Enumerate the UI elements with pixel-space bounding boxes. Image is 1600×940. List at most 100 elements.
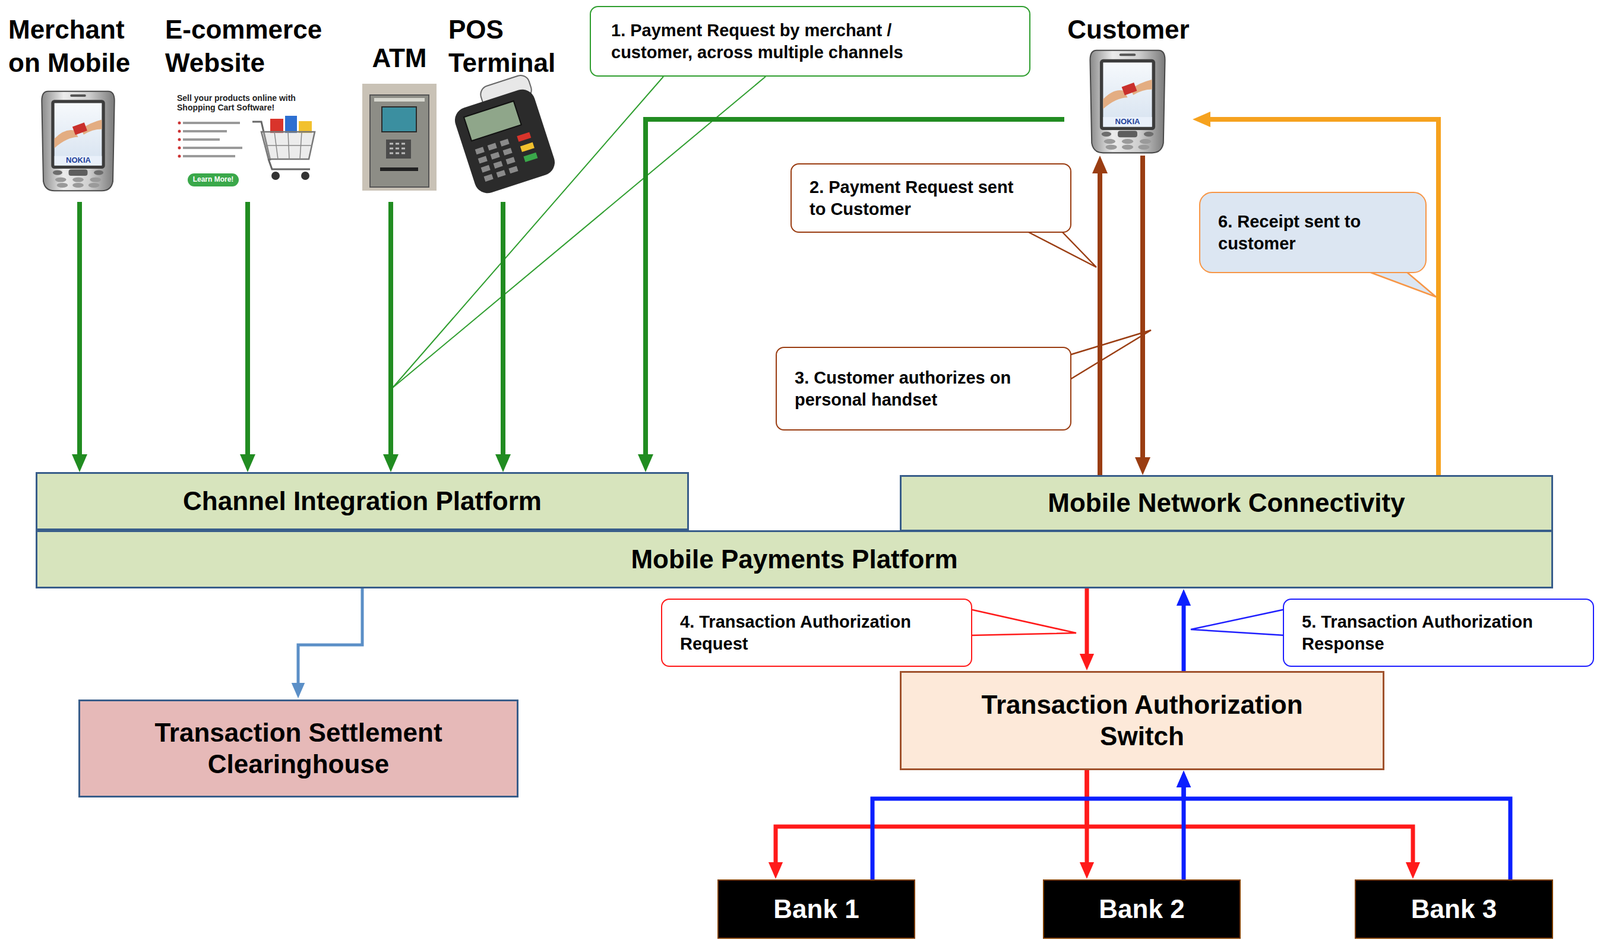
callout-tail	[1190, 609, 1286, 636]
learn-button	[187, 173, 239, 187]
text-line	[182, 121, 240, 125]
callout-tail	[1069, 330, 1152, 381]
webshop-icon	[173, 89, 317, 194]
brand-text: NOKIA	[1102, 117, 1153, 128]
step-callout: 5. Transaction Authorization Response	[1282, 598, 1595, 667]
step-callout: 2. Payment Request sent to Customer	[790, 163, 1072, 233]
flow-arrow	[77, 201, 82, 464]
node-label: Mobile Payments Platform	[630, 544, 958, 576]
atm-keys	[389, 143, 406, 154]
step-callout: 3. Customer authorizes on personal hands…	[775, 346, 1072, 431]
pos-icon	[447, 73, 559, 197]
flow-arrow	[1181, 597, 1187, 672]
text-line	[182, 138, 220, 141]
step-callout: 1. Payment Request by merchant / custome…	[589, 5, 1031, 77]
bank-box: Bank 1	[717, 879, 916, 939]
callout-tail	[392, 76, 664, 388]
callout-tail	[1025, 230, 1097, 268]
node-label: Mobile Network Connectivity	[1047, 487, 1405, 520]
bullet	[178, 121, 182, 125]
step-callout: 4. Transaction Authorization Request	[661, 598, 973, 667]
flow-arrow	[1097, 164, 1103, 476]
node-label: Bank 2	[1098, 894, 1185, 925]
node-label: Transaction Authorization Switch	[957, 689, 1327, 753]
pos-key-red	[516, 132, 531, 142]
cart-wheel	[301, 171, 310, 180]
bullet	[178, 146, 182, 150]
node-label: Bank 1	[773, 894, 859, 925]
bank-box: Bank 2	[1042, 879, 1241, 939]
channel-source: Merchant on Mobile	[8, 13, 157, 202]
atm-screen	[381, 106, 417, 132]
node-label: Channel Integration Platform	[182, 485, 542, 518]
flow-arrow	[1140, 155, 1146, 467]
pos-keys	[475, 141, 518, 180]
node-label: 5. Transaction Authorization Response	[1301, 611, 1576, 655]
ad-ground	[173, 89, 317, 194]
node-label: Customer	[1067, 13, 1190, 47]
atm-keypad	[386, 139, 411, 159]
cart-wheel	[271, 171, 280, 180]
pos-screen	[463, 100, 522, 141]
bullet	[178, 130, 182, 134]
flow-arrow	[1085, 588, 1090, 663]
cart-basket	[261, 131, 315, 160]
node-label: E-commerce Website	[165, 13, 344, 81]
flow-arrow	[872, 779, 1184, 880]
flow-arrow	[1086, 770, 1413, 871]
atm-icon	[362, 83, 437, 191]
flow-arrow	[500, 201, 506, 464]
text-line	[182, 146, 243, 150]
cart-item	[270, 118, 284, 134]
pos-body	[451, 86, 559, 197]
flow-arrow	[1201, 119, 1439, 476]
channel-source: ATM	[356, 41, 443, 202]
callout-tail	[1365, 270, 1437, 297]
atm-slot	[380, 167, 419, 172]
node-label: POS Terminal	[448, 13, 577, 81]
atm-band	[374, 97, 425, 102]
pos-key-green	[523, 152, 538, 163]
node-label: Merchant on Mobile	[8, 13, 157, 81]
cart-grid	[264, 131, 313, 160]
button-text: Learn More!	[187, 173, 239, 187]
node-label: Transaction Settlement Clearinghouse	[108, 717, 489, 781]
text-line	[182, 155, 236, 158]
platform-box: Channel Integration Platform	[35, 472, 689, 531]
switch-box: Transaction Authorization Switch	[899, 671, 1385, 771]
channel-source: E-commerce Website	[165, 13, 344, 202]
flow-arrow	[298, 588, 363, 691]
bank-box: Bank 3	[1354, 879, 1554, 939]
atm-wall	[362, 83, 437, 191]
step-callout: 6. Receipt sent to customer	[1199, 191, 1427, 274]
channel-source: POS Terminal	[448, 13, 577, 202]
flow-arrow	[1183, 779, 1511, 880]
customer-handset: Customer	[1064, 13, 1193, 156]
text-line	[182, 130, 227, 133]
flow-arrow	[775, 770, 1087, 871]
flow-arrow	[245, 201, 251, 464]
platform-box: Mobile Payments Platform	[35, 530, 1554, 589]
phone-icon	[41, 91, 115, 192]
node-label: 2. Payment Request sent to Customer	[809, 176, 1024, 220]
node-label: Bank 3	[1411, 894, 1497, 925]
node-label: 1. Payment Request by merchant / custome…	[611, 19, 962, 63]
flow-arrow	[388, 201, 394, 464]
callout-tail	[969, 609, 1077, 636]
node-label: 3. Customer authorizes on personal hands…	[794, 367, 1056, 411]
clearinghouse-box: Transaction Settlement Clearinghouse	[78, 699, 519, 798]
pos-key-yellow	[520, 142, 535, 153]
cart-base	[268, 159, 311, 170]
callout-tail	[392, 76, 766, 388]
platform-box: Mobile Network Connectivity	[899, 475, 1554, 532]
atm-body	[370, 95, 429, 188]
cart-item	[285, 115, 297, 134]
node-label: ATM	[371, 41, 427, 75]
bullet	[178, 155, 182, 158]
bullet	[178, 138, 182, 142]
phone-icon	[1089, 50, 1165, 154]
